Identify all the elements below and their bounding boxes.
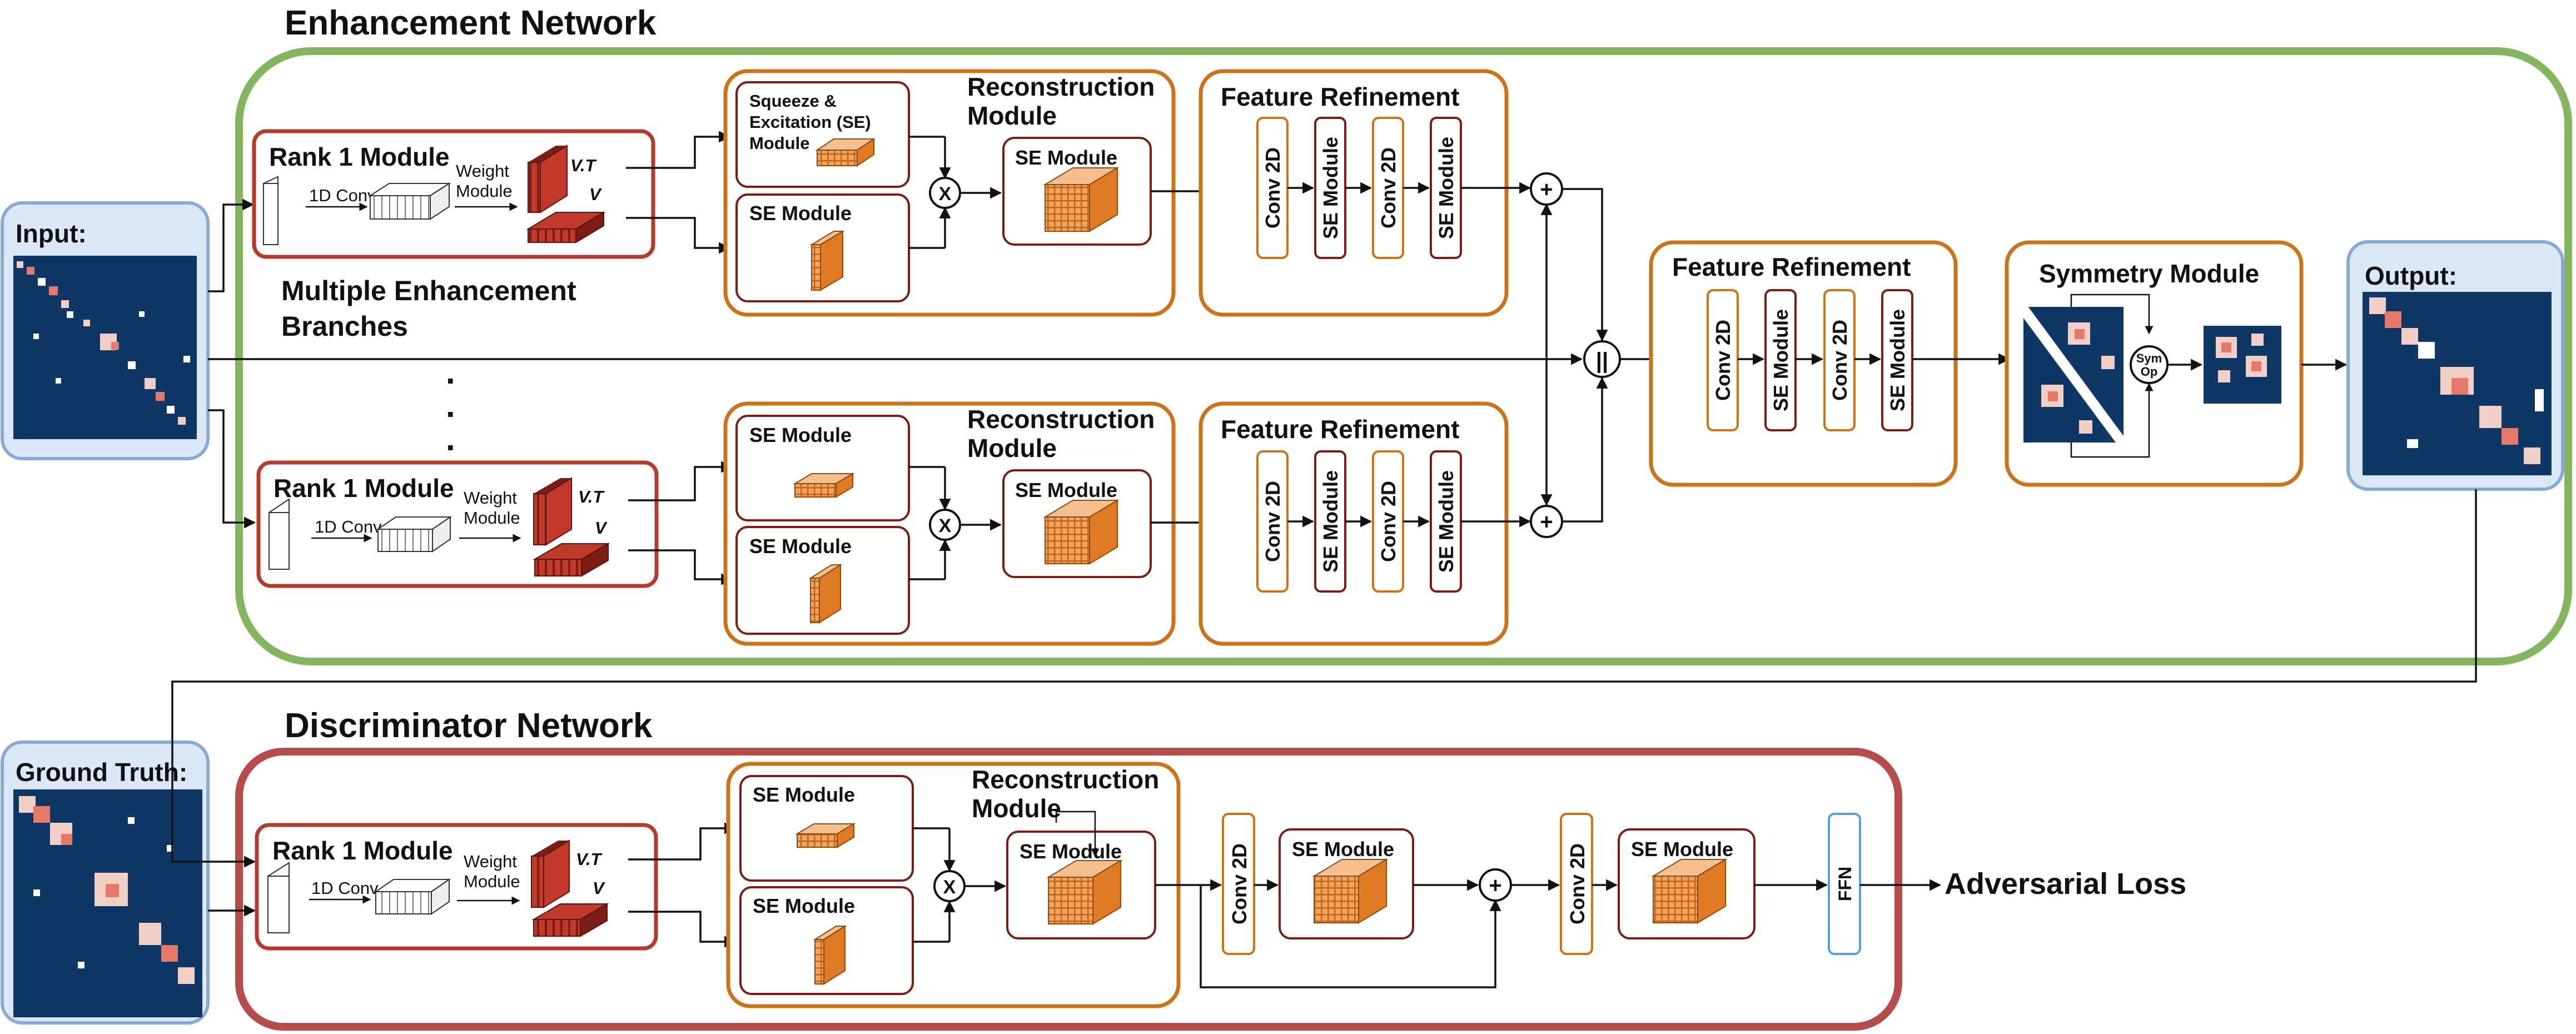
svg-text:Symmetry Module: Symmetry Module xyxy=(2039,259,2259,288)
svg-text:Module: Module xyxy=(972,794,1061,823)
svg-text:Module: Module xyxy=(464,872,520,891)
svg-text:Conv 2D: Conv 2D xyxy=(1566,843,1589,924)
vt-label-top: V.T xyxy=(570,156,597,175)
svg-text:Op: Op xyxy=(2141,365,2158,379)
svg-text:+: + xyxy=(1489,873,1501,898)
svg-text:Reconstruction: Reconstruction xyxy=(972,765,1159,794)
rank1-title-top: Rank 1 Module xyxy=(269,142,450,171)
svg-text:V.T: V.T xyxy=(578,487,605,506)
svg-text:Sym: Sym xyxy=(2136,351,2162,365)
svg-text:Module: Module xyxy=(967,101,1057,130)
input-label: Input: xyxy=(16,219,87,248)
svg-text:Conv 2D: Conv 2D xyxy=(1377,147,1400,228)
enhancement-network-frame xyxy=(235,47,2572,665)
output-panel: Output: xyxy=(2346,240,2564,491)
svg-text:Feature Refinement: Feature Refinement xyxy=(1221,415,1459,444)
dot-2: . xyxy=(446,387,455,424)
discriminator-branch: Rank 1 Module 1D Conv Weight Module V.T … xyxy=(255,762,2186,1008)
svg-text:1D Conv: 1D Conv xyxy=(315,517,382,536)
svg-text:SE Module: SE Module xyxy=(1435,137,1458,239)
svg-text:SE Module: SE Module xyxy=(1319,470,1342,573)
svg-text:SE Module: SE Module xyxy=(749,202,852,225)
vt-tensor-top xyxy=(528,162,541,213)
svg-text:Conv 2D: Conv 2D xyxy=(1377,481,1400,562)
svg-text:V: V xyxy=(595,518,608,538)
svg-text:Conv 2D: Conv 2D xyxy=(1828,320,1851,401)
lower-triangle-heatmap xyxy=(2023,318,2116,443)
dot-3: . xyxy=(446,420,455,458)
svg-text:Branches: Branches xyxy=(281,311,408,342)
svg-text:SE Module: SE Module xyxy=(1292,838,1394,861)
feature-refinement-title-top: Feature Refinement xyxy=(1221,82,1459,111)
ground-truth-label: Ground Truth: xyxy=(16,758,187,787)
svg-text:Module: Module xyxy=(464,508,520,528)
svg-text:X: X xyxy=(943,877,956,898)
svg-text:Module: Module xyxy=(967,434,1057,463)
svg-text:SE Module: SE Module xyxy=(1435,470,1458,573)
reconstruction-title-top: Reconstruction xyxy=(967,72,1155,101)
svg-text:SE Module: SE Module xyxy=(753,783,855,806)
ground-truth-panel: Ground Truth: xyxy=(1,740,210,1025)
svg-text:Conv 2D: Conv 2D xyxy=(1261,147,1284,228)
svg-text:X: X xyxy=(939,515,952,536)
svg-text:+: + xyxy=(1540,177,1553,202)
symmetry-module: Symmetry Module Sym Op xyxy=(2005,240,2348,487)
discriminator-network-frame xyxy=(235,748,1902,1031)
weight-label-top: Weight xyxy=(456,161,509,181)
svg-text:1D Conv: 1D Conv xyxy=(311,878,379,898)
svg-text:SE Module: SE Module xyxy=(1769,309,1792,411)
svg-text:FFN: FFN xyxy=(1835,867,1855,901)
input-panel: Input: xyxy=(1,201,210,460)
svg-text:V: V xyxy=(593,878,605,898)
svg-text:||: || xyxy=(1596,349,1608,373)
ffn-block xyxy=(1828,813,1861,955)
svg-text:Excitation (SE): Excitation (SE) xyxy=(749,112,871,132)
svg-text:SE Module: SE Module xyxy=(1015,146,1117,169)
squeeze-excitation-module-top xyxy=(735,81,910,188)
svg-text:Conv 2D: Conv 2D xyxy=(1228,843,1251,924)
svg-text:Feature Refinement: Feature Refinement xyxy=(1672,252,1911,281)
enhancement-network-title: Enhancement Network xyxy=(285,4,657,42)
svg-text:Rank 1 Module: Rank 1 Module xyxy=(273,474,454,503)
svg-text:SE Module: SE Module xyxy=(1020,840,1122,863)
v-label-top: V xyxy=(589,185,602,204)
svg-text:X: X xyxy=(939,183,952,205)
svg-text:Weight: Weight xyxy=(464,488,517,508)
svg-text:SE Module: SE Module xyxy=(1015,479,1117,501)
svg-text:SE Module: SE Module xyxy=(1631,838,1733,861)
svg-text:SE Module: SE Module xyxy=(1886,309,1909,411)
svg-text:V.T: V.T xyxy=(576,849,603,869)
discriminator-network-title: Discriminator Network xyxy=(285,707,653,745)
svg-text:Module: Module xyxy=(456,181,513,201)
multiple-branches-label: Multiple Enhancement xyxy=(281,275,576,306)
svg-text:Conv 2D: Conv 2D xyxy=(1261,481,1284,562)
conv1d-label-top: 1D Conv xyxy=(309,186,376,205)
conv2d-discriminator-2 xyxy=(1560,813,1593,955)
top-branch: Rank 1 Module 1D Conv Weight Module V.T … xyxy=(252,69,1531,317)
conv-features-top xyxy=(370,195,431,220)
svg-text:SE Module: SE Module xyxy=(749,535,852,558)
output-label: Output: xyxy=(2365,261,2457,290)
v-tensor-top xyxy=(528,228,576,243)
svg-text:Squeeze &: Squeeze & xyxy=(749,91,837,111)
svg-text:SE Module: SE Module xyxy=(753,894,855,917)
dot-1: . xyxy=(446,354,455,391)
symmetric-output-heatmap xyxy=(2204,326,2281,404)
conv2d-discriminator-1 xyxy=(1222,813,1255,955)
svg-text:Weight: Weight xyxy=(464,852,517,871)
svg-text:SE Module: SE Module xyxy=(1319,137,1342,239)
adversarial-loss-label: Adversarial Loss xyxy=(1945,867,2186,901)
feature-refinement-center: Feature Refinement Conv 2D SE Module Con… xyxy=(1649,240,2011,487)
svg-text:+: + xyxy=(1540,510,1553,534)
svg-text:Conv 2D: Conv 2D xyxy=(1712,320,1734,401)
svg-text:Module: Module xyxy=(749,133,810,153)
svg-text:Reconstruction: Reconstruction xyxy=(967,405,1155,434)
svg-text:Rank 1 Module: Rank 1 Module xyxy=(272,836,453,865)
bottom-branch: Rank 1 Module 1D Conv Weight Module V.T … xyxy=(256,401,1531,646)
svg-text:SE Module: SE Module xyxy=(749,424,852,446)
